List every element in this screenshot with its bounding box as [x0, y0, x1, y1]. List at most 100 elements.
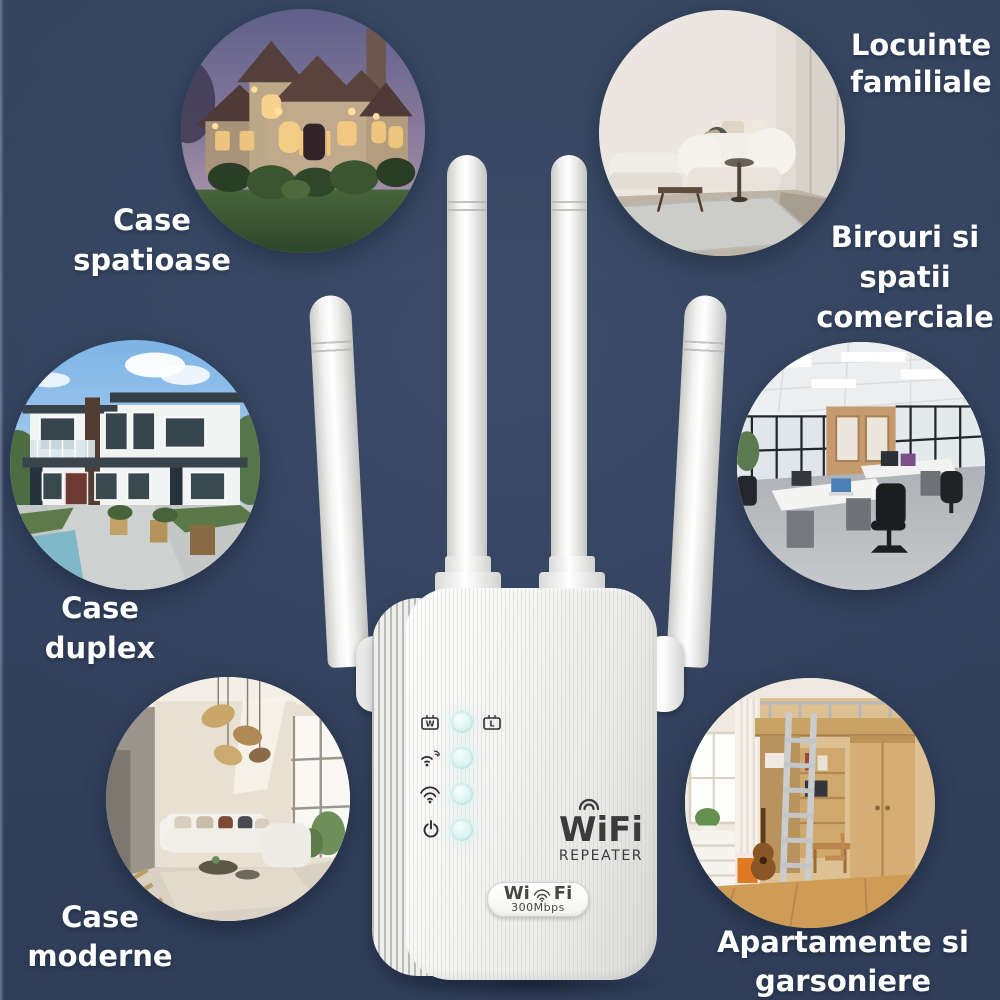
antenna-mid-left	[447, 155, 487, 579]
dark-section	[30, 467, 43, 505]
desk-near	[771, 478, 886, 511]
antenna-rings	[448, 201, 486, 213]
rug	[159, 867, 321, 914]
monitor	[791, 470, 812, 486]
bubble-birouri	[737, 342, 985, 590]
wardrobe-handle	[885, 805, 890, 811]
lan-letter: L	[489, 720, 494, 729]
loft-platform	[755, 718, 915, 736]
bubble-apartamente	[685, 678, 935, 928]
lawn-right	[160, 505, 260, 533]
rotunda-roof	[359, 82, 413, 117]
badge-fi: Fi	[553, 882, 573, 904]
hanging-discs	[201, 704, 271, 766]
plant	[695, 808, 720, 828]
lower-windows	[41, 471, 226, 501]
guitar	[750, 808, 776, 881]
upper-windows	[39, 411, 206, 451]
label-locuinte-familiale: Locuinte familiale	[811, 27, 1000, 101]
eave-lights	[211, 86, 380, 130]
door-sidelight	[299, 131, 304, 156]
window-glow	[388, 126, 404, 149]
arch-window	[278, 121, 301, 153]
label-line: spatii	[859, 260, 951, 294]
badge-signal-icon	[533, 888, 551, 902]
dark-section	[170, 467, 183, 505]
office-chair-left	[737, 475, 757, 506]
monitor	[880, 451, 899, 466]
chair-seat	[825, 855, 845, 861]
storage-box	[765, 753, 785, 768]
ceiling	[685, 678, 935, 698]
sofa-seat	[687, 167, 782, 190]
lower-roof-slab	[22, 405, 118, 414]
planter	[150, 520, 168, 543]
upper-roof-slab	[110, 392, 248, 403]
cabinet	[920, 470, 941, 496]
label-line: moderne	[27, 939, 173, 973]
label-apartamente: Apartamente si garsoniere	[713, 923, 973, 1000]
cabinet	[846, 498, 871, 531]
chimney	[366, 28, 386, 97]
cabinet	[786, 510, 814, 548]
studio-apartment-photo	[685, 678, 935, 928]
led-power	[451, 819, 473, 841]
loft-rail	[760, 701, 910, 718]
window-glow	[239, 131, 255, 151]
label-line: spatioase	[73, 243, 231, 277]
hedge	[107, 505, 133, 520]
badge-wi: Wi	[503, 882, 530, 904]
laptop-screen	[831, 478, 852, 493]
planter	[110, 515, 128, 535]
coffee-table-top	[658, 187, 703, 194]
label-line: Case	[113, 203, 191, 237]
pool	[10, 530, 85, 590]
led-wifi	[451, 783, 473, 805]
balcony-posts	[36, 440, 89, 458]
curtain-folds	[740, 698, 755, 853]
monitor	[900, 453, 916, 466]
speed-badge: Wi Fi 300Mbps	[487, 882, 589, 917]
repeater-signal-icon	[421, 750, 441, 767]
table-plant	[211, 856, 220, 864]
sofa-seat	[164, 828, 272, 853]
window-glow	[337, 121, 357, 146]
label-case-spatioase: Case spatioase	[30, 200, 274, 280]
books	[817, 755, 828, 771]
sofa-chaise	[262, 823, 311, 868]
badge-speed: 300Mbps	[511, 900, 565, 914]
wood-panel-opening	[835, 415, 860, 463]
left-edge-highlight	[0, 0, 4, 1000]
bubble-case-spatioase	[181, 9, 425, 253]
label-line: Locuinte	[850, 28, 992, 62]
antenna-mid-right	[551, 155, 587, 579]
table-leg	[656, 192, 665, 213]
ladder	[779, 712, 818, 899]
label-line: comerciale	[816, 300, 994, 334]
plant	[737, 431, 760, 471]
antenna-outer-right	[666, 294, 728, 669]
table-leg	[696, 192, 704, 213]
front-door	[64, 471, 89, 506]
bubble-case-duplex	[10, 340, 260, 590]
wan-port-icon: W	[421, 715, 439, 730]
antenna-connector-neck	[549, 556, 595, 574]
label-line: Case	[61, 900, 139, 934]
mid-slab	[22, 457, 248, 468]
label-line: garsoniere	[754, 964, 932, 998]
antenna-connector-neck	[445, 556, 491, 574]
antenna-outer-left	[308, 294, 370, 669]
front-door	[303, 123, 325, 161]
office-chair-near	[870, 483, 909, 553]
desk	[810, 843, 850, 850]
dresser	[687, 830, 735, 888]
label-line: duplex	[44, 631, 156, 665]
open-office-photo	[737, 342, 985, 590]
wardrobe-handle	[875, 805, 880, 811]
logo-signal-arcs-icon	[578, 798, 600, 811]
power-icon	[423, 820, 439, 838]
coffee-table	[198, 860, 238, 875]
stone-house-dusk-photo	[181, 9, 425, 253]
badge-row: Wi Fi	[503, 882, 573, 904]
